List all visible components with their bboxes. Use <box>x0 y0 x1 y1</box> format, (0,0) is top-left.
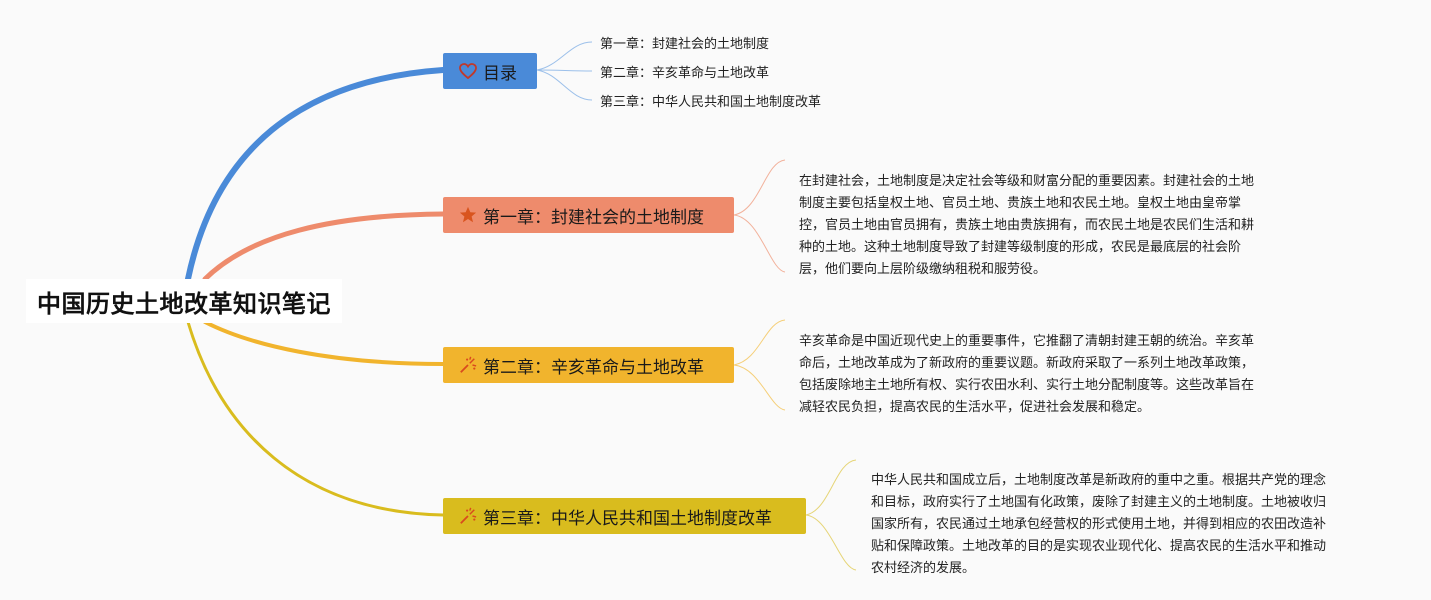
toc-link-1 <box>536 41 593 71</box>
chapter-2-line: 包括废除地主土地所有权、实行农田水利、实行土地分配制度等。这些改革旨在 <box>799 378 1255 393</box>
ch1-link-underline <box>733 214 786 273</box>
chapter-3-line: 农村经济的发展。 <box>871 561 976 576</box>
chapter-3-label: 第三章：中华人民共和国土地制度改革 <box>483 508 772 529</box>
chapter-1-line: 种的土地。这种土地制度导致了封建等级制度的形成，农民是最底层的社会阶 <box>799 240 1242 255</box>
root-title: 中国历史土地改革知识笔记 <box>37 289 331 318</box>
chapter-3-node[interactable]: 第三章：中华人民共和国土地制度改革 <box>443 498 806 534</box>
star-icon <box>459 206 477 224</box>
ch3-link <box>805 459 857 516</box>
chapter-2-line: 辛亥革命是中国近现代史上的重要事件，它推翻了清朝封建王朝的统治。辛亥革 <box>799 334 1255 349</box>
toc-node[interactable]: 目录 <box>443 53 537 89</box>
chapter-2-node[interactable]: 第二章：辛亥革命与土地改革 <box>443 347 734 383</box>
firework-icon <box>459 507 477 525</box>
ch2-link-underline <box>733 364 786 411</box>
branch-ch1 <box>202 211 446 282</box>
toc-link-3 <box>536 69 593 101</box>
chapter-1-line: 制度主要包括皇权土地、官员土地、贵族土地和农民土地。皇权土地由皇帝掌 <box>799 196 1242 211</box>
chapter-1-line: 层，他们要向上层阶级缴纳租税和服劳役。 <box>799 262 1047 277</box>
chapter-1-label: 第一章：封建社会的土地制度 <box>483 207 704 228</box>
heart-icon <box>459 63 477 79</box>
chapter-1-text: 在封建社会，土地制度是决定社会等级和财富分配的重要因素。封建社会的土地 制度主要… <box>799 171 1254 281</box>
chapter-1-node[interactable]: 第一章：封建社会的土地制度 <box>443 197 734 233</box>
ch2-link <box>733 319 786 366</box>
chapter-2-line: 减轻农民负担，提高农民的生活水平，促进社会发展和稳定。 <box>799 400 1151 415</box>
ch3-link-underline <box>805 514 857 571</box>
branch-toc <box>185 67 446 282</box>
chapter-2-text: 辛亥革命是中国近现代史上的重要事件，它推翻了清朝封建王朝的统治。辛亥革 命后，土… <box>799 331 1254 419</box>
chapter-1-line: 控，官员土地由官员拥有，贵族土地由贵族拥有，而农民土地是农民们生活和耕 <box>799 218 1255 233</box>
chapter-3-line: 中华人民共和国成立后，土地制度改革是新政府的重中之重。根据共产党的理念 <box>871 473 1327 488</box>
toc-item-1[interactable]: 第一章：封建社会的土地制度 <box>600 37 770 52</box>
branch-ch3 <box>186 320 445 517</box>
chapter-2-label: 第二章：辛亥革命与土地改革 <box>483 357 704 378</box>
root-node[interactable]: 中国历史土地改革知识笔记 <box>26 279 342 323</box>
chapter-3-line: 贴和保障政策。土地改革的目的是实现农业现代化、提高农民的生活水平和推动 <box>871 539 1327 554</box>
toc-link-2 <box>536 69 593 72</box>
toc-label: 目录 <box>483 63 517 84</box>
branch-ch2 <box>203 320 445 366</box>
toc-item-2[interactable]: 第二章：辛亥革命与土地改革 <box>600 66 770 81</box>
chapter-2-line: 命后，土地改革成为了新政府的重要议题。新政府采取了一系列土地改革政策， <box>799 356 1255 371</box>
chapter-3-text: 中华人民共和国成立后，土地制度改革是新政府的重中之重。根据共产党的理念 和目标，… <box>871 470 1326 580</box>
ch1-link <box>733 159 786 216</box>
chapter-1-line: 在封建社会，土地制度是决定社会等级和财富分配的重要因素。封建社会的土地 <box>799 174 1255 189</box>
firework-icon <box>459 356 477 374</box>
chapter-3-line: 国家所有，农民通过土地承包经营权的形式使用土地，并得到相应的农田改造补 <box>871 517 1327 532</box>
toc-item-3[interactable]: 第三章：中华人民共和国土地制度改革 <box>600 95 822 110</box>
chapter-3-line: 和目标，政府实行了土地国有化政策，废除了封建主义的土地制度。土地被收归 <box>871 495 1327 510</box>
